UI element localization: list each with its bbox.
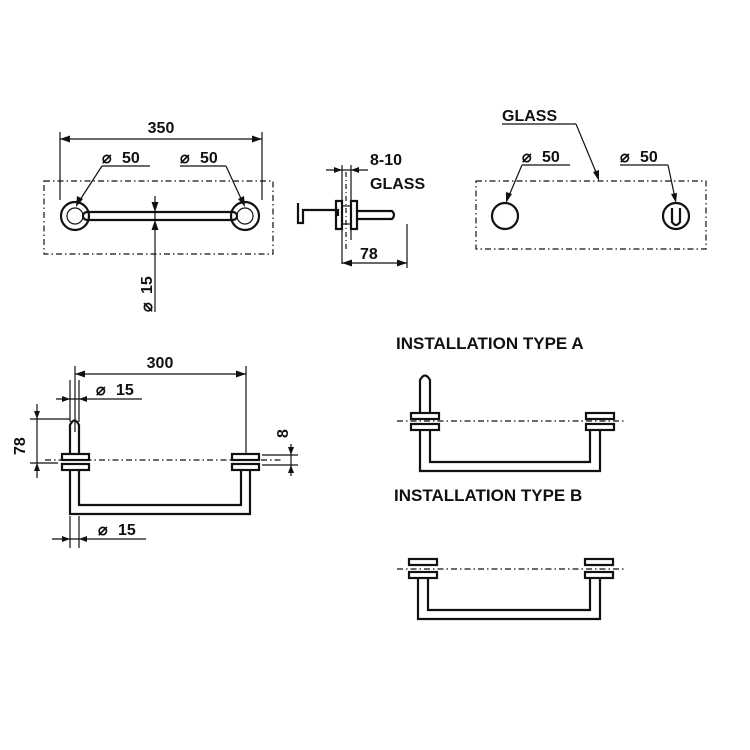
right-rosette-inner [236,207,254,225]
arrowhead [34,411,40,419]
arrowhead [252,135,262,143]
fixing-bolt [357,209,396,221]
arrowhead [671,193,677,203]
bar-inner-b [426,578,592,612]
dimension-right-rosette: 50 [200,150,218,167]
arrowhead [351,167,359,173]
rosette-upper-left [60,452,91,462]
rosette-lower-right [230,462,261,472]
glass-panel-outline [43,180,274,255]
arrowhead [334,167,342,173]
bar-inner-a [428,430,592,464]
arrowhead [288,447,294,455]
arrowhead [236,370,246,378]
dimension-centres: 300 [147,355,174,372]
glass-label: GLASS [370,176,425,193]
arrowhead [151,202,159,212]
dimension-overall-width: 350 [148,120,175,137]
dimension-height: 78 [12,437,29,455]
installation-type-b: INSTALLATION TYPE B [394,486,625,621]
bar-end-section [670,208,682,227]
diameter-symbol: ⌀ [139,302,156,312]
dimension-bar-diameter: 15 [139,276,156,294]
arrowhead [397,259,407,267]
arrowhead [34,463,40,471]
left-rosette-inner [66,207,84,225]
arrowhead [79,536,87,542]
top-post [68,419,81,455]
left-back-rosette [490,201,520,231]
diameter-symbol: ⌀ [620,149,630,166]
glass-section [341,205,352,225]
rosette-a3 [584,411,616,421]
rosette-b3 [583,557,615,567]
diameter-symbol: ⌀ [98,522,108,539]
dimension-post-diameter: 15 [116,382,134,399]
dimension-glass-thickness: 8-10 [370,152,402,169]
top-front-view: 350 ⌀ 50 ⌀ 50 ⌀ 15 [43,120,274,312]
post-a [418,374,432,413]
arrowhead [342,259,352,267]
installation-type-a: INSTALLATION TYPE A [396,334,625,473]
arrowhead [60,135,70,143]
dimension-left-rosette: 50 [122,150,140,167]
bar-outer-a [418,430,602,473]
rosette-back [349,199,359,231]
arrowhead [238,196,245,207]
diameter-symbol: ⌀ [522,149,532,166]
rosette-b4 [583,570,615,580]
bar-inner [77,470,243,507]
towel-bar [81,210,239,222]
rosette-upper-right [230,452,261,462]
bar-outer-b [416,578,602,621]
bar-profile-side [296,203,340,225]
arrowhead [288,465,294,473]
bar-outer [68,470,252,516]
bar-dia-label-group: ⌀ 15 [139,276,156,312]
diameter-symbol: ⌀ [102,150,112,167]
dimension-projection: 78 [360,246,378,263]
rosette-b2 [407,570,439,580]
leader-left-back-rosette [507,164,523,199]
installation-a-title: INSTALLATION TYPE A [396,334,584,353]
left-rosette [59,200,91,232]
bottom-front-view: 300 ⌀ 15 78 8 [12,355,298,548]
rosette-a1 [409,411,441,421]
arrowhead [506,192,512,203]
rosette-a4 [584,422,616,432]
right-rosette [229,200,261,232]
leader-right-back-rosette [667,164,676,199]
rosette-lower-left [60,462,91,472]
rosette-b1 [407,557,439,567]
arrowhead [75,370,85,378]
back-view: GLASS ⌀ 50 ⌀ 50 [475,108,707,250]
leader-right-rosette [225,165,244,204]
installation-b-title: INSTALLATION TYPE B [394,486,582,505]
arrowhead [62,396,70,402]
side-view: 8-10 GLASS 78 [296,152,425,268]
dimension-bar-dia-bottom: 15 [118,522,136,539]
diameter-symbol: ⌀ [96,382,106,399]
arrowhead [76,196,83,207]
leader-left-rosette [77,165,103,204]
leader-glass [575,123,599,178]
dimension-right-back-rosette: 50 [640,149,658,166]
diameter-symbol: ⌀ [180,150,190,167]
arrowhead [151,220,159,230]
dimension-glass-gap: 8 [275,429,292,438]
dimension-left-back-rosette: 50 [542,149,560,166]
arrowhead [79,396,87,402]
arrowhead [593,170,599,181]
glass-label-back: GLASS [502,108,557,125]
rosette-a2 [409,422,441,432]
arrowhead [62,536,70,542]
